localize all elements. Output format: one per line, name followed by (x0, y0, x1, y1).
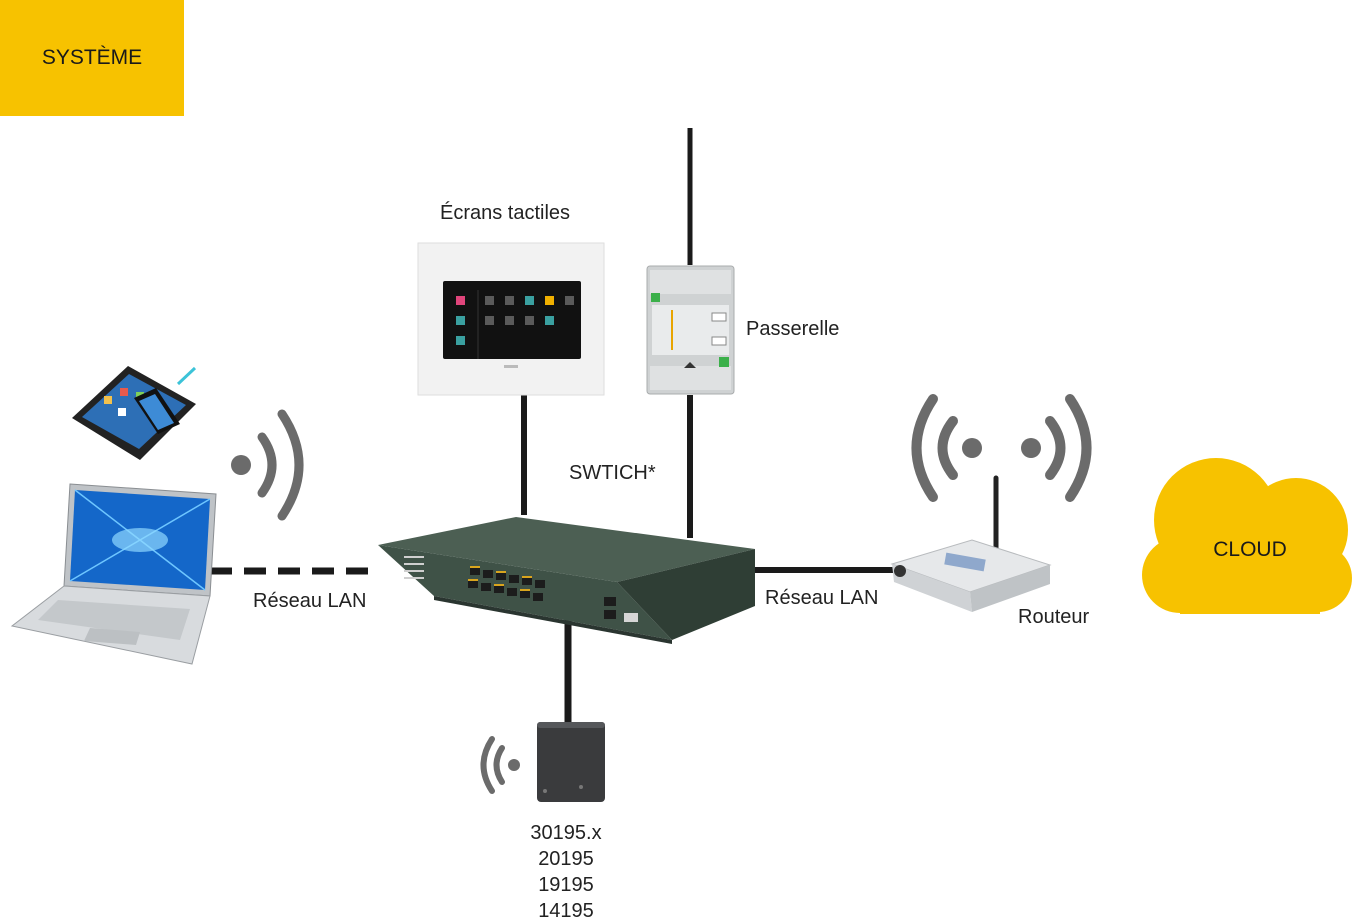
system-label: SYSTÈME (41, 46, 143, 69)
device-code: 30195.x (530, 822, 602, 844)
switch-label: SWTICH* (569, 462, 656, 484)
access-point-device (537, 722, 605, 802)
tablet-phone-devices (72, 366, 197, 460)
gateway-device (646, 265, 735, 395)
left-lan-label: Réseau LAN (253, 590, 367, 612)
device-codes: 30195.x 20195 19195 14195 (516, 820, 616, 924)
wifi-icon-router (911, 394, 1092, 502)
router-device (890, 475, 1052, 612)
gateway-label: Passerelle (746, 318, 840, 340)
router-label: Routeur (1018, 606, 1090, 628)
cloud-icon (1142, 458, 1352, 614)
touchscreen-device (417, 242, 605, 396)
network-switch-device (378, 517, 755, 644)
wifi-icon-device (480, 736, 520, 794)
laptop-device (10, 483, 217, 665)
wifi-icon-laptop (231, 409, 304, 521)
device-code: 20195 (538, 848, 594, 870)
cloud-label: CLOUD (1213, 538, 1287, 561)
system-box: SYSTÈME (0, 0, 184, 116)
right-lan-label: Réseau LAN (765, 587, 879, 609)
device-code: 14195 (538, 900, 594, 922)
device-code: 19195 (538, 874, 594, 896)
touchscreens-label: Écrans tactiles (440, 202, 571, 224)
